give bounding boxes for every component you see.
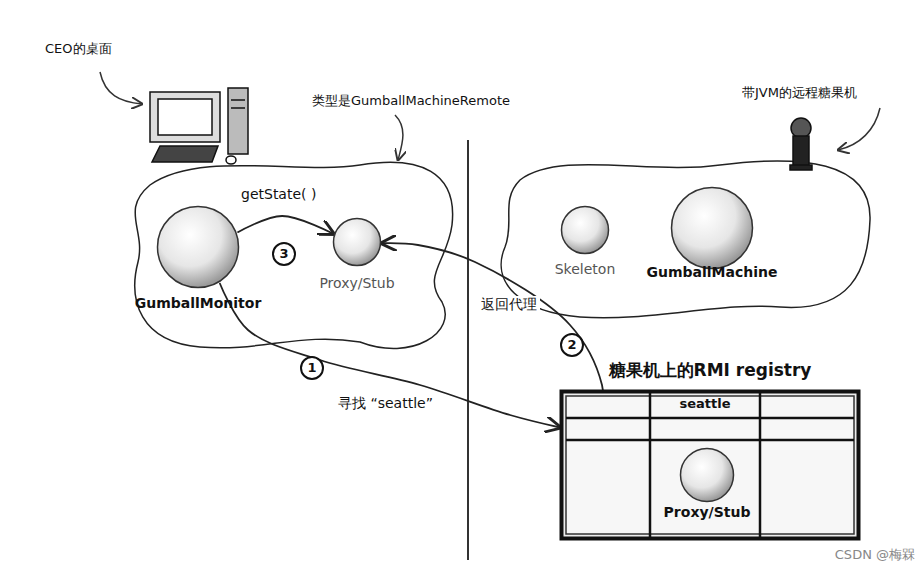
leader-line: [100, 72, 142, 104]
callout-number: 2: [560, 333, 584, 357]
proxy-circle: Proxy/Stub: [332, 217, 382, 267]
machine-base: [790, 165, 812, 170]
globe: [791, 118, 811, 138]
machine-circle: GumballMachine: [670, 186, 754, 270]
callout-number: 1: [300, 356, 324, 380]
class-name: Proxy/Stub: [664, 504, 751, 520]
sphere: [334, 219, 381, 266]
class-name: Proxy/Stub: [319, 275, 394, 291]
note: 带JVM的远程糖果机: [742, 84, 857, 102]
grid-line: [566, 417, 854, 420]
edge-label: 寻找 “seattle”: [335, 395, 436, 413]
callout-number: 3: [272, 242, 296, 266]
node-outline: [670, 186, 754, 270]
registry-frame: [562, 392, 859, 539]
registry-table: 糖果机上的RMI registryseattleProxy/Stub: [560, 390, 860, 540]
note: CEO的桌面: [45, 40, 112, 58]
note: 类型是GumballMachineRemote: [312, 92, 510, 110]
registry-entry: seattle: [679, 396, 730, 411]
sphere: [681, 449, 734, 502]
leader-line: [838, 108, 880, 150]
tower: [228, 88, 248, 154]
drive-slot: [231, 107, 245, 109]
monitor: [150, 92, 220, 142]
grid-line: [759, 392, 762, 538]
edge-label: getState( ): [238, 186, 319, 202]
grid-line: [649, 392, 652, 538]
registry-title: 糖果机上的RMI registry: [609, 359, 812, 382]
sphere: [672, 188, 753, 269]
class-name: Skeleton: [555, 261, 616, 277]
connector-arrow: [237, 216, 333, 234]
watermark: CSDN @梅槑: [835, 546, 915, 564]
class-name: GumballMachine: [646, 264, 777, 280]
leader-line: [395, 115, 403, 160]
skeleton-circle: Skeleton: [560, 205, 610, 255]
node-outline: [156, 205, 240, 289]
mouse: [226, 156, 236, 164]
screen: [158, 99, 212, 135]
drive-slot: [231, 99, 245, 101]
machine-body: [793, 136, 809, 166]
client-jvm-blob: [135, 162, 453, 348]
keyboard: [152, 146, 218, 162]
node-outline: [679, 447, 735, 503]
proxy-circle: Proxy/Stub: [679, 447, 735, 503]
node-outline: [332, 217, 382, 267]
gumball-machine-icon: [790, 118, 812, 170]
monitor-circle: GumballMonitor: [156, 205, 240, 289]
grid-line: [566, 439, 854, 442]
node-outline: [560, 205, 610, 255]
edge-label: 返回代理: [478, 296, 540, 314]
server-jvm-blob: [501, 161, 870, 318]
registry-inner: [566, 396, 854, 534]
class-name: GumballMonitor: [135, 295, 262, 311]
sphere: [562, 207, 609, 254]
connector-arrow: [220, 283, 560, 428]
divider-line: [467, 140, 469, 560]
computer-icon: [150, 88, 248, 164]
sphere: [158, 207, 239, 288]
